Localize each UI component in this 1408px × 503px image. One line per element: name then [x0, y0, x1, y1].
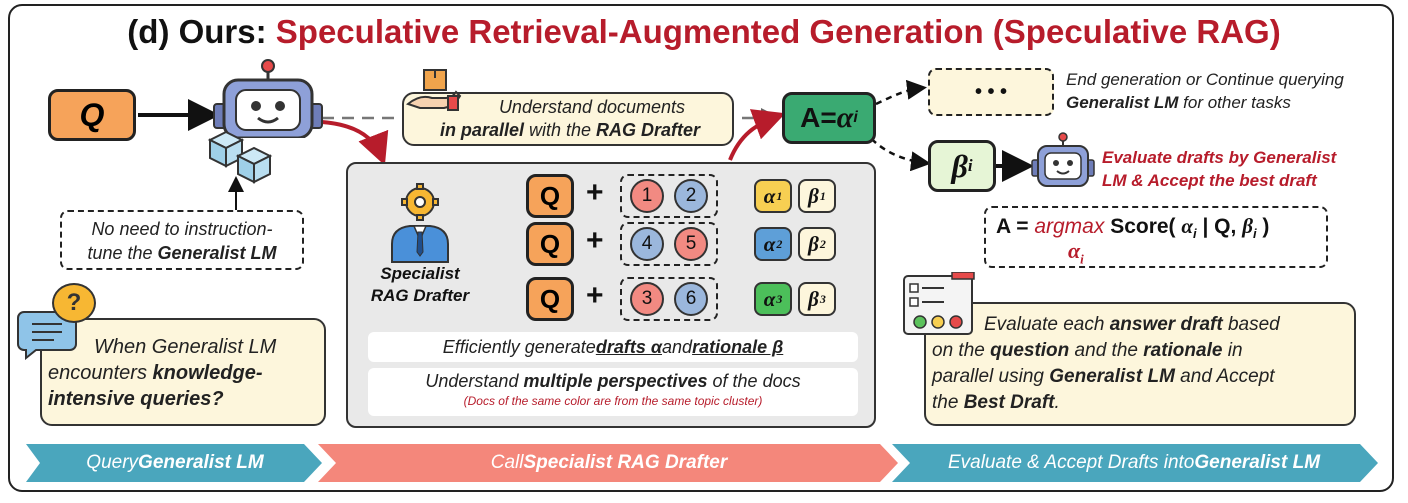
evaluate-text: Evaluate each answer draft based on the … [932, 314, 1280, 413]
cubes-icon [207, 130, 273, 184]
evaluate-card [924, 302, 1356, 426]
red-arrow-drafter-answer [728, 109, 786, 161]
no-tune-note: No need to instruction- tune the General… [60, 210, 304, 270]
row2-plus: + [586, 224, 604, 257]
row2-q: Q [526, 222, 574, 266]
row2-doc-b: 5 [674, 227, 708, 261]
question-text: When Generalist LM encounters knowledge-… [48, 336, 277, 410]
row2-doc-a: 4 [630, 227, 664, 261]
formula-box [984, 206, 1328, 268]
gear-person-icon [391, 183, 449, 263]
row1-q: Q [526, 174, 574, 218]
red-arrow-robot-drafter [321, 120, 389, 166]
bar-evaluate-accept: Evaluate & Accept Drafts into Generalist… [947, 452, 1321, 473]
hand-box-icon [405, 69, 462, 111]
no-tune-line1: No need to instruction- [91, 219, 273, 239]
row1-plus: + [586, 176, 604, 209]
understand-docs-text: Understand documents in parallel with th… [439, 97, 701, 140]
end-text: End generation or Continue querying Gene… [1066, 70, 1344, 112]
efficient-strip: Efficiently generate drafts α and ration… [368, 332, 858, 362]
dashed-arrow-answer-end [875, 79, 927, 106]
perspectives-strip: Understand multiple perspectives of the … [368, 368, 858, 416]
bar-query-generalist: Query Generalist LM [86, 452, 264, 473]
row1-doc-a: 1 [630, 179, 664, 213]
robot-small-icon [1031, 132, 1095, 187]
row3-doc-a: 3 [630, 282, 664, 316]
checklist-icon [903, 272, 975, 335]
robot-icon [213, 59, 323, 138]
row1-doc-b: 2 [674, 179, 708, 213]
end-box: • • • [928, 68, 1054, 116]
row3-plus: + [586, 279, 604, 312]
question-bubble-icon: ? [52, 283, 96, 323]
bar-call-drafter: Call Specialist RAG Drafter [490, 452, 728, 473]
row3-q: Q [526, 277, 574, 321]
row3-doc-b: 6 [674, 282, 708, 316]
dashed-arrow-answer-beta [863, 130, 931, 172]
bottom-bars [26, 444, 1378, 482]
formula-under: αi [1068, 238, 1084, 267]
page-title: (d) Ours: Speculative Retrieval-Augmente… [127, 13, 1281, 50]
evaluate-red-text: Evaluate drafts by Generalist LM & Accep… [1102, 148, 1337, 190]
specialist-label: Specialist RAG Drafter [370, 264, 470, 305]
formula-text: A = argmax Score( αi | Q, βi ) [996, 214, 1270, 242]
query-box: Q [48, 89, 136, 141]
question-card [40, 318, 326, 426]
